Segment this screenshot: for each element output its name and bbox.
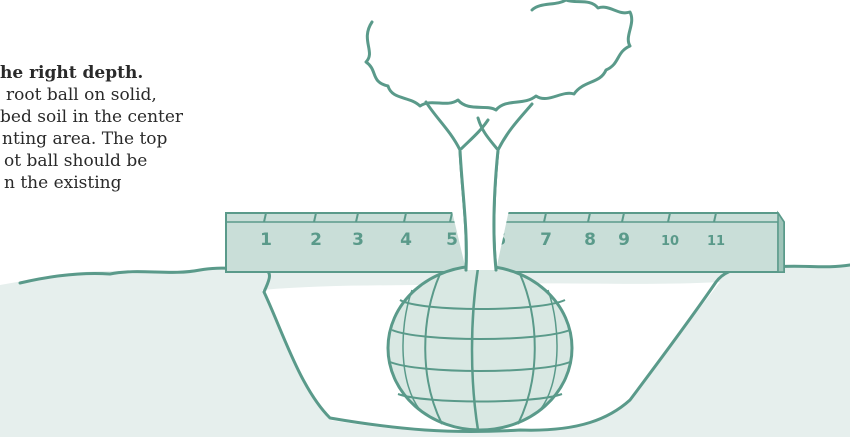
ruler-label: 3	[352, 230, 364, 250]
root-ball	[388, 266, 572, 430]
ruler-label: 5	[446, 230, 458, 250]
tree-canopy	[366, 0, 632, 110]
ruler-label: 4	[400, 230, 412, 250]
ruler-label: 1	[260, 230, 272, 250]
ruler-label: 2	[310, 230, 322, 250]
ruler-label: 9	[618, 230, 630, 250]
ruler-label: 7	[540, 230, 552, 250]
ruler-end	[778, 213, 784, 272]
ruler-label: 10	[661, 234, 679, 249]
ruler-label: 11	[707, 234, 725, 249]
ruler-label: 8	[584, 230, 596, 250]
